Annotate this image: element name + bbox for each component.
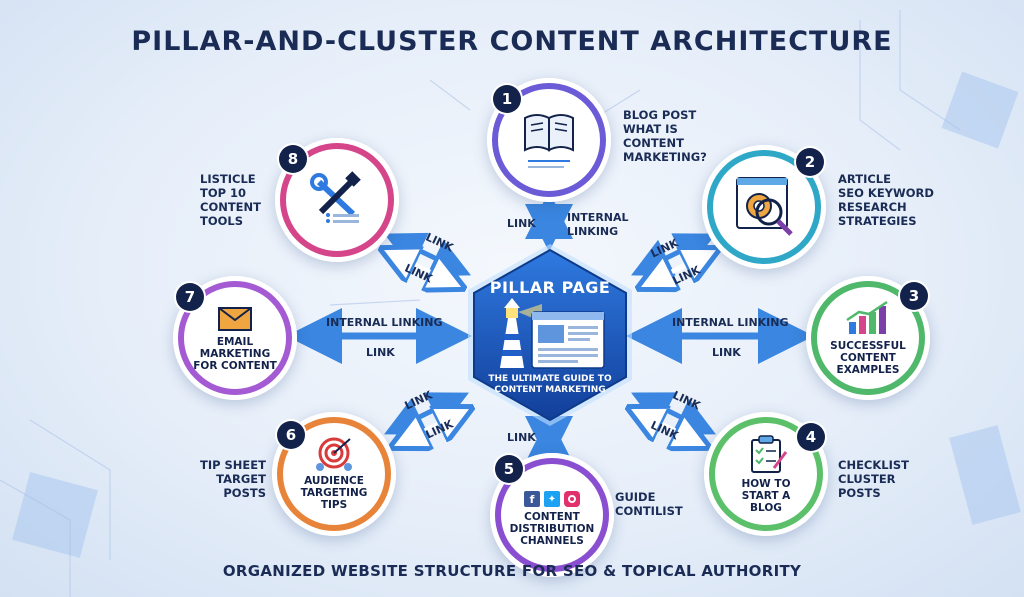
node-7-badge: 7 xyxy=(176,283,204,311)
pillar-subtitle-line1: THE ULTIMATE GUIDE TO xyxy=(488,374,612,384)
node-ring xyxy=(707,150,821,264)
node-4-label-line3: POSTS xyxy=(838,486,881,500)
node-2-label-line1: ARTICLE xyxy=(838,172,891,186)
node-4-label-line1: CHECKLIST xyxy=(838,458,910,472)
link-arrow-6b xyxy=(398,411,465,444)
node-5-label-line2: CONTILIST xyxy=(615,504,683,518)
node-3-badge: 3 xyxy=(900,282,928,310)
node-6-badge: 6 xyxy=(277,421,305,449)
node-4-badge: 4 xyxy=(797,423,825,451)
page-title: PILLAR-AND-CLUSTER CONTENT ARCHITECTURE xyxy=(131,26,893,57)
link-label-right: LINK xyxy=(712,346,741,359)
pillar-subtitle-line2: CONTENT MARKETING xyxy=(494,385,606,395)
pillar-hexagon xyxy=(468,244,632,426)
node-5-label-line1: GUIDE xyxy=(615,490,656,504)
node-1-badge: 1 xyxy=(493,85,521,113)
node-4-label: CHECKLIST CLUSTER POSTS xyxy=(838,458,909,500)
link-label-left: LINK xyxy=(366,346,395,359)
node-ring xyxy=(277,417,391,531)
footer-caption: ORGANIZED WEBSITE STRUCTURE FOR SEO & TO… xyxy=(222,562,802,580)
node-1-label-line2: WHAT IS xyxy=(623,122,678,136)
node-1-label-line4: MARKETING? xyxy=(623,150,707,164)
internal-linking-left: INTERNAL LINKING xyxy=(326,316,443,329)
node-1-label: BLOG POST WHAT IS CONTENT MARKETING? xyxy=(623,108,707,164)
node-2-label: ARTICLE SEO KEYWORD RESEARCH STRATEGIES xyxy=(838,172,934,228)
link-arrow-8b xyxy=(388,252,457,285)
linking-label-top: LINKING xyxy=(567,225,619,238)
lighthouse-icon xyxy=(500,298,542,368)
link-arrow-4b xyxy=(635,411,702,444)
node-5-badge: 5 xyxy=(495,455,523,483)
node-6-label: TIP SHEET TARGET POSTS xyxy=(196,458,266,500)
node-5-label: GUIDE CONTILIST xyxy=(615,490,683,518)
node-6-label-line3: POSTS xyxy=(223,486,266,500)
node-1-label-line3: CONTENT xyxy=(623,136,685,150)
node-ring xyxy=(280,143,394,257)
node-2-badge: 2 xyxy=(796,148,824,176)
node-6-label-line1: TIP SHEET xyxy=(199,458,266,472)
node-8-label: LISTICLE TOP 10 CONTENT TOOLS xyxy=(200,172,268,228)
node-8-label-line2: TOP 10 xyxy=(200,186,247,200)
node-4-label-line2: CLUSTER xyxy=(838,472,896,486)
node-6-label-line2: TARGET xyxy=(216,472,266,486)
node-8-label-line1: LISTICLE xyxy=(200,172,256,186)
node-ring xyxy=(492,83,606,197)
node-8-label-line3: CONTENT xyxy=(200,200,262,214)
node-2-label-line3: RESEARCH xyxy=(838,200,907,214)
node-ring xyxy=(178,281,292,395)
webpage-icon xyxy=(531,311,605,369)
pillar-title: PILLAR PAGE xyxy=(489,278,611,297)
internal-linking-right: INTERNAL LINKING xyxy=(672,316,789,329)
node-1-label-line1: BLOG POST xyxy=(623,108,697,122)
pillar-page[interactable]: PILLAR PAGE THE ULTIMATE GUIDE TO CONTEN… xyxy=(462,240,638,430)
internal-label-top: INTERNAL xyxy=(567,211,629,224)
link-label-top: LINK xyxy=(507,217,536,230)
pillar-subtitle: THE ULTIMATE GUIDE TO CONTENT MARKETING xyxy=(462,374,638,396)
link-arrow-2b xyxy=(645,252,712,285)
node-2-label-line2: SEO KEYWORD xyxy=(838,186,934,200)
node-ring xyxy=(495,458,609,572)
node-2-label-line4: STRATEGIES xyxy=(838,214,917,228)
link-label-bottom: LINK xyxy=(507,431,536,444)
node-ring xyxy=(811,281,925,395)
node-8-badge: 8 xyxy=(279,145,307,173)
node-ring xyxy=(709,417,823,531)
node-8-label-line4: TOOLS xyxy=(200,214,244,228)
